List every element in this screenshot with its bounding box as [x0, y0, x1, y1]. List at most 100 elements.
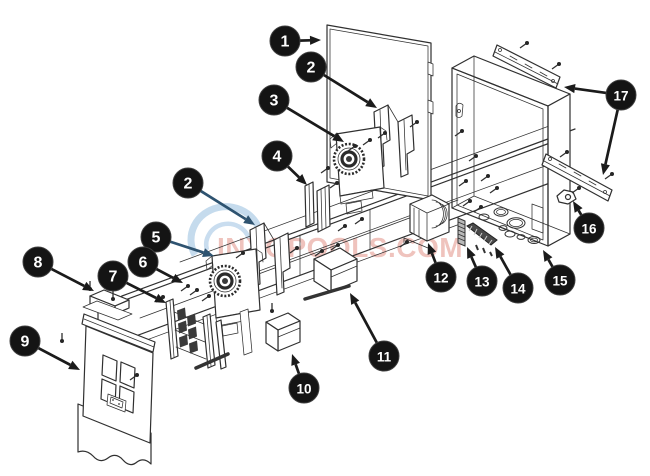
arrowhead-icon [573, 201, 583, 213]
callout-9: 9 [9, 325, 80, 370]
screw-icon [186, 284, 190, 288]
callout-circle [269, 25, 301, 57]
screw-icon [111, 297, 115, 301]
callout-arrow [322, 73, 369, 104]
screw-icon [270, 309, 274, 313]
knockout-hole-inner [509, 219, 523, 227]
callout-8: 8 [22, 246, 94, 291]
breaker-window [119, 361, 136, 389]
side-cutout [531, 203, 544, 234]
breaker-module [187, 313, 196, 327]
callout-circle [258, 84, 290, 116]
callout-arrow [574, 87, 608, 95]
callout-circle [288, 372, 320, 404]
knockout-hole [498, 225, 508, 231]
knockout-hole-inner [530, 237, 538, 243]
front-panel-part [77, 313, 156, 466]
mounting-rail-top-part [492, 44, 561, 89]
callout-number: 6 [139, 255, 148, 272]
callout-3: 3 [258, 84, 344, 142]
arrowhead-icon [564, 83, 576, 94]
callout-2: 2 [172, 167, 255, 225]
callout-number: 11 [377, 350, 392, 365]
callout-circle [502, 272, 534, 304]
callout-number: 17 [613, 89, 628, 104]
callout-circle [22, 246, 54, 278]
callout-arrow [154, 267, 174, 280]
callout-number: 3 [270, 93, 279, 110]
callout-number: 7 [109, 269, 118, 286]
callout-circle [261, 140, 293, 172]
terminal-bar-part [466, 222, 498, 257]
arrowhead-icon [350, 293, 360, 305]
callout-4: 4 [261, 140, 307, 185]
knockout-hole [478, 213, 490, 221]
screw-icon [335, 181, 339, 185]
screw-icon [460, 129, 464, 133]
screw-icon [610, 172, 614, 176]
time-clock-upper-part [329, 126, 388, 215]
watermark-swirl-inner-icon [204, 221, 252, 251]
knockout-hole [506, 217, 526, 229]
callout-circle [573, 212, 605, 244]
arrowhead-icon [68, 360, 80, 370]
screw-icon [495, 186, 499, 190]
mounting-rail-right-part [541, 153, 613, 202]
knockout-hole [527, 236, 541, 244]
hanging-tab [455, 102, 464, 118]
arrowhead-icon [291, 354, 300, 366]
breaker-window [101, 354, 118, 382]
callout-circle [544, 264, 576, 296]
screw-icon [135, 373, 139, 377]
callout-number: 2 [307, 60, 316, 77]
callout-circle [605, 79, 637, 111]
callout-1: 1 [269, 25, 321, 57]
arrowhead-icon [332, 132, 344, 142]
screw-icon [405, 240, 409, 244]
callout-16: 16 [573, 201, 605, 244]
junction-cover-small-part [265, 312, 301, 352]
arrowhead-icon [365, 98, 377, 108]
spacer-bracket-part [304, 181, 331, 233]
screw-icon [336, 243, 340, 247]
hinge-tab [427, 61, 434, 77]
callout-number: 5 [152, 230, 161, 247]
breaker-module [189, 340, 198, 354]
callout-11: 11 [350, 293, 400, 372]
screw-icon [360, 217, 364, 221]
arrowhead-icon [82, 281, 94, 291]
callout-13: 13 [466, 247, 498, 297]
callout-circle [140, 221, 172, 253]
arrowhead-icon [171, 273, 183, 283]
callout-number: 1 [281, 34, 290, 51]
arrowhead-icon [243, 215, 255, 225]
callout-arrow [499, 255, 513, 277]
callout-circle [466, 265, 498, 297]
knockout-hole [516, 234, 526, 240]
screw-icon [486, 174, 490, 178]
callout-arrow [547, 258, 555, 269]
callout-circle [425, 261, 457, 293]
callout-15: 15 [543, 250, 576, 296]
screw-icon [368, 138, 372, 142]
time-clock-lower-part [205, 248, 264, 337]
screw-icon [577, 186, 581, 190]
arrowhead-icon [154, 293, 166, 303]
callout-number: 8 [34, 255, 43, 272]
screws [60, 41, 614, 381]
callout-number: 2 [184, 176, 193, 193]
callout-number: 4 [273, 149, 282, 166]
callout-arrow [604, 108, 620, 165]
breaker-module [177, 307, 186, 321]
knockout-hole [493, 207, 509, 217]
callout-arrow [36, 346, 71, 367]
screw-icon [295, 246, 299, 250]
screw-icon [464, 179, 468, 183]
screw-icon [565, 150, 569, 154]
screw-icon [525, 41, 529, 45]
callout-number: 16 [581, 222, 597, 237]
callout-arrow [354, 302, 379, 345]
watermark-swirl-icon [187, 203, 265, 257]
